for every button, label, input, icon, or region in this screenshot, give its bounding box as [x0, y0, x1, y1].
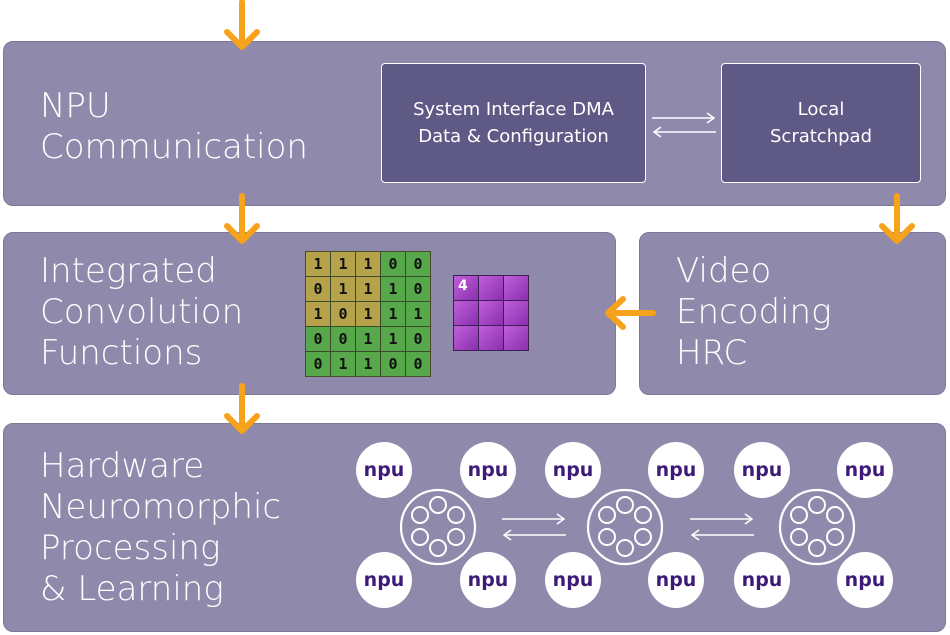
kernel-cell: [504, 301, 528, 325]
matrix-cell: 0: [406, 352, 430, 376]
npu-node: npu: [545, 442, 601, 498]
video-encoding-panel: [639, 232, 946, 395]
npu-node: npu: [356, 552, 412, 608]
neuron-cluster-icon: [399, 488, 477, 566]
matrix-cell: 1: [356, 352, 380, 376]
bidirectional-arrow-icon: [652, 112, 716, 138]
npu-node: npu: [734, 552, 790, 608]
matrix-cell: 1: [331, 277, 355, 301]
kernel-cell: [454, 301, 478, 325]
neuron-cluster-icon: [778, 488, 856, 566]
scratchpad-box: Local Scratchpad: [721, 63, 921, 183]
matrix-cell: 1: [356, 327, 380, 351]
convolution-title: Integrated Convolution Functions: [40, 251, 244, 373]
kernel-matrix: 4: [453, 275, 529, 351]
matrix-cell: 1: [381, 302, 405, 326]
matrix-cell: 0: [406, 252, 430, 276]
down-arrow-icon: [879, 193, 915, 244]
matrix-cell: 0: [331, 302, 355, 326]
matrix-cell: 1: [356, 302, 380, 326]
npu-node: npu: [460, 442, 516, 498]
kernel-cell: [454, 326, 478, 350]
neuromorphic-title: Hardware Neuromorphic Processing & Learn…: [40, 446, 282, 609]
npu-node: npu: [837, 442, 893, 498]
npu-node: npu: [648, 442, 704, 498]
video-encoding-title: Video Encoding HRC: [676, 251, 832, 373]
npu-communication-title: NPU Communication: [40, 86, 308, 167]
matrix-cell: 0: [306, 327, 330, 351]
matrix-cell: 0: [331, 327, 355, 351]
matrix-cell: 0: [306, 352, 330, 376]
kernel-cell: [479, 301, 503, 325]
matrix-cell: 0: [381, 252, 405, 276]
matrix-cell: 1: [381, 327, 405, 351]
matrix-cell: 1: [331, 352, 355, 376]
npu-node: npu: [734, 442, 790, 498]
matrix-cell: 1: [406, 302, 430, 326]
down-arrow-icon: [224, 193, 260, 244]
npu-node: npu: [837, 552, 893, 608]
down-arrow-icon: [224, 0, 260, 50]
down-arrow-icon: [224, 383, 260, 434]
kernel-cell: [504, 276, 528, 300]
kernel-cell: 4: [454, 276, 478, 300]
npu-node: npu: [356, 442, 412, 498]
bidirectional-arrow-icon: [502, 513, 566, 541]
matrix-cell: 0: [406, 327, 430, 351]
npu-node: npu: [545, 552, 601, 608]
bidirectional-arrow-icon: [690, 513, 754, 541]
matrix-cell: 0: [381, 352, 405, 376]
matrix-cell: 1: [356, 277, 380, 301]
dma-box: System Interface DMA Data & Configuratio…: [381, 63, 646, 183]
left-arrow-icon: [605, 296, 656, 330]
kernel-cell: [504, 326, 528, 350]
npu-node: npu: [460, 552, 516, 608]
matrix-cell: 1: [381, 277, 405, 301]
npu-node: npu: [648, 552, 704, 608]
matrix-cell: 1: [331, 252, 355, 276]
matrix-cell: 0: [406, 277, 430, 301]
matrix-cell: 1: [356, 252, 380, 276]
neuron-cluster-icon: [586, 488, 664, 566]
kernel-cell: [479, 326, 503, 350]
kernel-cell: [479, 276, 503, 300]
matrix-cell: 0: [306, 277, 330, 301]
matrix-cell: 1: [306, 302, 330, 326]
matrix-cell: 1: [306, 252, 330, 276]
